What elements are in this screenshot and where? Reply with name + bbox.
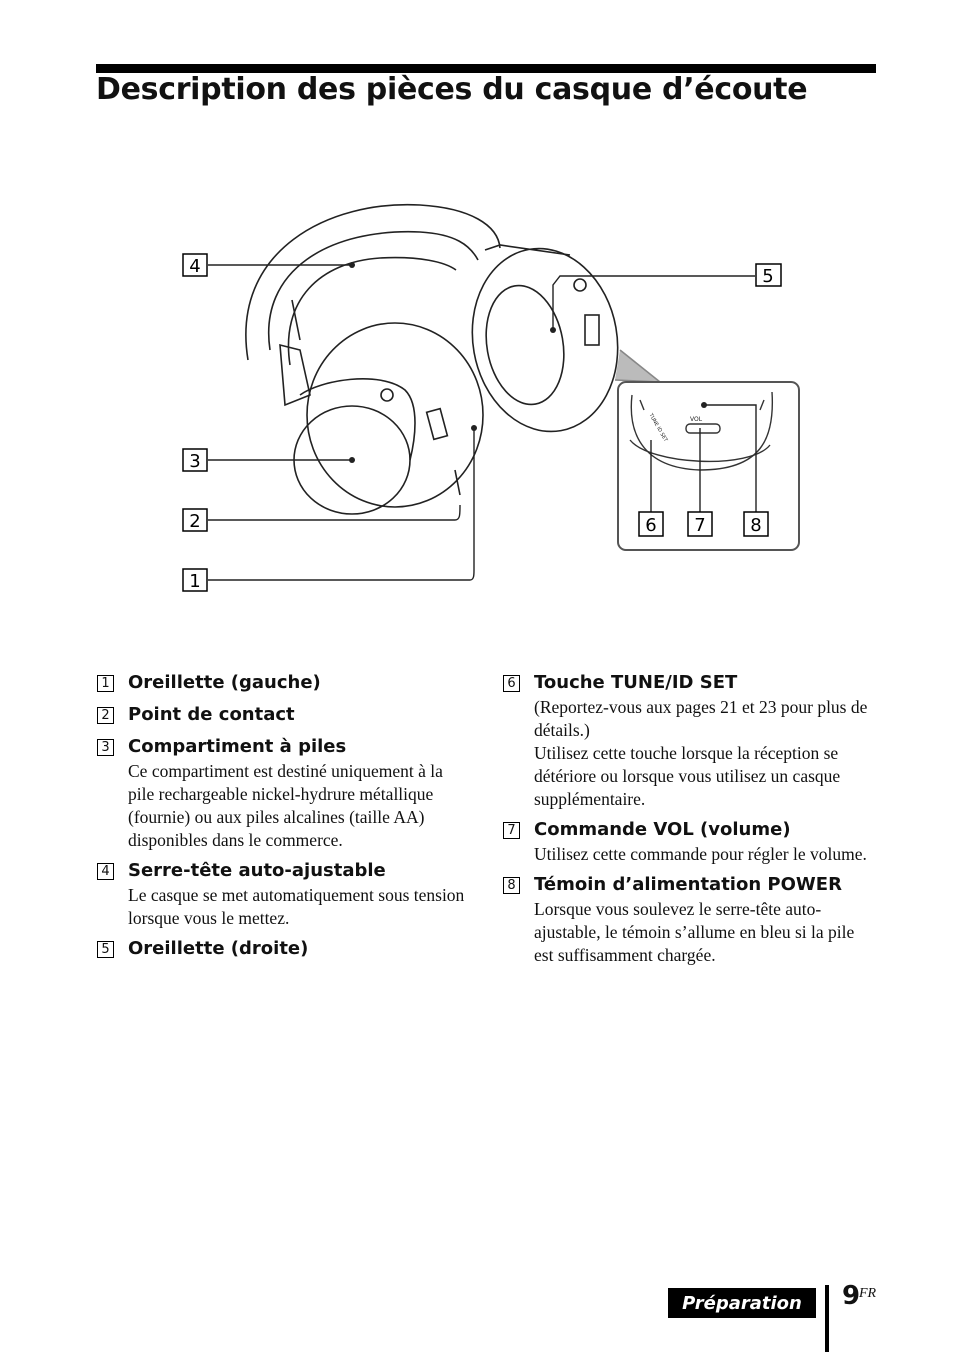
svg-text:8: 8 (750, 515, 761, 536)
item-title: Oreillette (gauche) (128, 672, 321, 693)
item-description: Le casque se met automatiquement sous te… (128, 885, 465, 928)
item-description: Utilisez cette touche lorsque la récepti… (534, 743, 841, 809)
callout-7: 7 (687, 511, 713, 537)
callout-2: 2 (182, 508, 208, 532)
list-item: 5 Oreillette (droite) (97, 936, 469, 962)
item-title: Touche TUNE/ID SET (534, 672, 738, 693)
callout-8: 8 (743, 511, 769, 537)
item-title: Serre-tête auto-ajustable (128, 860, 386, 881)
svg-text:7: 7 (694, 515, 705, 536)
headband-outer (245, 203, 501, 361)
headphones-illustration: VOL TUNE ID SET 4 5 3 2 1 (182, 203, 800, 592)
parts-list-left: 1 Oreillette (gauche) 2 Point de contact… (97, 670, 469, 968)
callout-5: 5 (755, 263, 782, 287)
item-title: Témoin d’alimentation POWER (534, 874, 842, 895)
item-number: 2 (97, 706, 114, 724)
right-earcup (471, 247, 619, 433)
item-description: Lorsque vous soulevez le serre-tête auto… (534, 899, 855, 965)
item-number: 5 (97, 940, 114, 958)
item-number: 4 (97, 862, 114, 880)
list-item: 1 Oreillette (gauche) (97, 670, 469, 696)
callout-6: 6 (638, 511, 664, 537)
svg-text:4: 4 (189, 256, 200, 277)
item-number: 1 (97, 674, 114, 692)
page-title: Description des pièces du casque d’écout… (96, 72, 808, 107)
footer-divider (825, 1285, 829, 1352)
item-title: Compartiment à piles (128, 736, 347, 757)
page-number: 9 (842, 1281, 861, 1311)
list-item: 6 Touche TUNE/ID SET (Reportez-vous aux … (503, 670, 875, 811)
list-item: 4 Serre-tête auto-ajustable Le casque se… (97, 858, 469, 930)
parts-list-right: 6 Touche TUNE/ID SET (Reportez-vous aux … (503, 670, 875, 973)
svg-text:6: 6 (645, 515, 656, 536)
callout-3: 3 (182, 448, 208, 472)
headband-inner (267, 230, 479, 351)
item-description: Ce compartiment est destiné uniquement à… (128, 761, 443, 850)
svg-text:2: 2 (189, 511, 200, 532)
list-item: 7 Commande VOL (volume) Utilisez cette c… (503, 817, 875, 866)
page-language-suffix: FR (859, 1286, 877, 1301)
svg-text:3: 3 (189, 451, 200, 472)
list-item: 8 Témoin d’alimentation POWER Lorsque vo… (503, 872, 875, 967)
left-earcup-back (306, 322, 484, 508)
inset-box (617, 381, 800, 551)
callout-1: 1 (182, 568, 208, 592)
inset-vol-text: VOL (690, 416, 703, 423)
list-item: 3 Compartiment à piles Ce compartiment e… (97, 734, 469, 852)
item-number: 6 (503, 674, 520, 692)
callout-4: 4 (182, 253, 208, 277)
top-rule (96, 64, 876, 73)
item-title: Oreillette (droite) (128, 938, 309, 959)
item-number: 8 (503, 876, 520, 894)
svg-text:5: 5 (762, 266, 773, 287)
item-description: Utilisez cette commande pour régler le v… (534, 844, 867, 864)
item-number: 7 (503, 821, 520, 839)
item-number: 3 (97, 738, 114, 756)
svg-text:1: 1 (189, 571, 200, 592)
item-title: Point de contact (128, 704, 295, 725)
section-label: Préparation (668, 1288, 816, 1318)
list-item: 2 Point de contact (97, 702, 469, 728)
item-title: Commande VOL (volume) (534, 819, 791, 840)
item-description: (Reportez-vous aux pages 21 et 23 pour p… (534, 697, 868, 740)
